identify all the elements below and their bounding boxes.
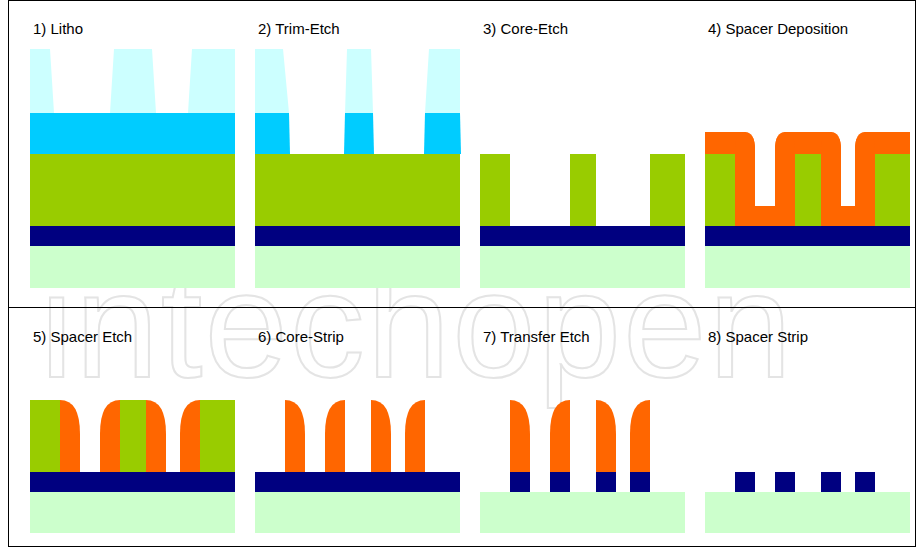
hardmask-layer: [30, 226, 235, 246]
step-title: 6) Core-Strip: [258, 328, 344, 346]
spacer-feature: [285, 400, 305, 472]
step-title: 4) Spacer Deposition: [708, 20, 848, 38]
core-feature: [200, 400, 235, 472]
core-feature: [120, 400, 146, 472]
spacer-film: [735, 132, 755, 206]
step-title: 1) Litho: [33, 20, 83, 38]
core-feature: [705, 154, 735, 226]
core-feature: [650, 154, 685, 226]
spacer-feature: [325, 400, 345, 472]
underlayer-feature: [255, 113, 290, 154]
underlayer-feature: [344, 113, 374, 154]
spacer-film: [705, 132, 910, 226]
resist-feature: [255, 49, 289, 113]
resist-feature: [425, 49, 460, 113]
core-layer: [255, 154, 460, 226]
hardmask-layer: [30, 472, 235, 492]
hardmask-layer: [480, 226, 685, 246]
substrate-layer: [705, 246, 910, 288]
process-panels: [30, 49, 910, 533]
substrate-layer: [705, 492, 910, 533]
hardmask-feature: [821, 472, 841, 492]
spacer-feature: [146, 400, 166, 472]
hardmask-layer: [255, 226, 460, 246]
substrate-layer: [480, 492, 685, 533]
resist-feature: [30, 49, 54, 113]
substrate-layer: [255, 246, 460, 288]
spacer-film: [821, 132, 841, 206]
core-feature: [875, 154, 910, 226]
resist-feature: [345, 49, 373, 113]
resist-feature: [110, 49, 156, 113]
spacer-feature: [100, 400, 120, 472]
core-feature: [795, 154, 821, 226]
spacer-feature: [630, 400, 650, 472]
hardmask-layer: [255, 472, 460, 492]
row-divider: [9, 307, 917, 308]
hardmask-feature: [510, 472, 530, 492]
spacer-film: [755, 206, 775, 226]
hardmask-layer: [705, 226, 910, 246]
substrate-layer: [255, 492, 460, 533]
step-title: 7) Transfer Etch: [483, 328, 590, 346]
core-feature: [30, 400, 60, 472]
spacer-feature: [180, 400, 200, 472]
resist-feature: [188, 49, 235, 113]
spacer-film: [855, 132, 875, 206]
hardmask-feature: [735, 472, 755, 492]
step-title: 8) Spacer Strip: [708, 328, 808, 346]
hardmask-feature: [596, 472, 616, 492]
core-layer: [30, 154, 235, 226]
frame-border: [9, 1, 916, 547]
substrate-layer: [30, 492, 235, 533]
spacer-feature: [510, 400, 530, 472]
substrate-layer: [480, 246, 685, 288]
hardmask-feature: [630, 472, 650, 492]
hardmask-feature: [775, 472, 795, 492]
core-feature: [480, 154, 510, 226]
step-title: 5) Spacer Etch: [33, 328, 132, 346]
spacer-feature: [405, 400, 425, 472]
step-title: 2) Trim-Etch: [258, 20, 340, 38]
spacer-feature: [371, 400, 391, 472]
core-feature: [570, 154, 596, 226]
spacer-feature: [60, 400, 80, 472]
hardmask-feature: [855, 472, 875, 492]
substrate-layer: [30, 246, 235, 288]
underlayer-feature: [424, 113, 461, 154]
hardmask-feature: [550, 472, 570, 492]
spacer-film: [841, 206, 855, 226]
spacer-film: [775, 132, 795, 206]
spacer-feature: [550, 400, 570, 472]
underlayer: [30, 113, 235, 154]
spacer-feature: [596, 400, 616, 472]
step-title: 3) Core-Etch: [483, 20, 568, 38]
